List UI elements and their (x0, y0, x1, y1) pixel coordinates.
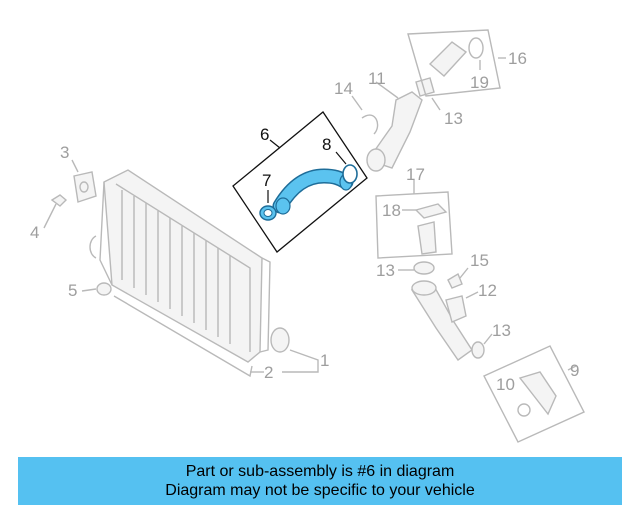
callout-16: 16 (508, 49, 527, 68)
group-box-17 (375, 180, 453, 259)
callout-19: 19 (470, 73, 489, 92)
callout-9: 9 (570, 361, 579, 380)
banner-line-disclaimer: Diagram may not be specific to your vehi… (165, 482, 475, 499)
group-box-16 (407, 29, 506, 97)
callout-13-bottom: 13 (492, 321, 511, 340)
callout-7: 7 (262, 171, 271, 190)
callout-13-middle: 13 (376, 261, 395, 280)
callout-4: 4 (30, 223, 39, 242)
oring-part-8 (342, 164, 358, 184)
callout-12: 12 (478, 281, 497, 300)
info-banner: Part or sub-assembly is #6 in diagram Di… (18, 457, 622, 505)
part-6-highlight-group (232, 111, 368, 253)
bracket-part-3 (71, 159, 97, 203)
callout-15: 15 (470, 251, 489, 270)
grommet-part-5 (81, 282, 112, 296)
pipe-part-12 (398, 261, 493, 361)
callout-18: 18 (382, 201, 401, 220)
callout-10: 10 (496, 375, 515, 394)
banner-line-part: Part or sub-assembly is #6 in diagram (185, 463, 455, 480)
pipe-part-11 (351, 77, 441, 172)
callout-6: 6 (260, 125, 269, 144)
intercooler (89, 169, 290, 378)
group-box-9 (483, 345, 585, 443)
bolt-part-4 (43, 194, 68, 229)
callout-8: 8 (322, 135, 331, 154)
callout-11: 11 (368, 69, 386, 88)
callout-5: 5 (68, 281, 77, 300)
callout-14: 14 (334, 79, 353, 98)
callout-2: 2 (264, 363, 273, 382)
callout-3: 3 (60, 143, 69, 162)
callout-13-top: 13 (444, 109, 463, 128)
callout-1: 1 (320, 351, 329, 370)
callout-17: 17 (406, 165, 425, 184)
leader-lines-1-2 (250, 349, 319, 373)
